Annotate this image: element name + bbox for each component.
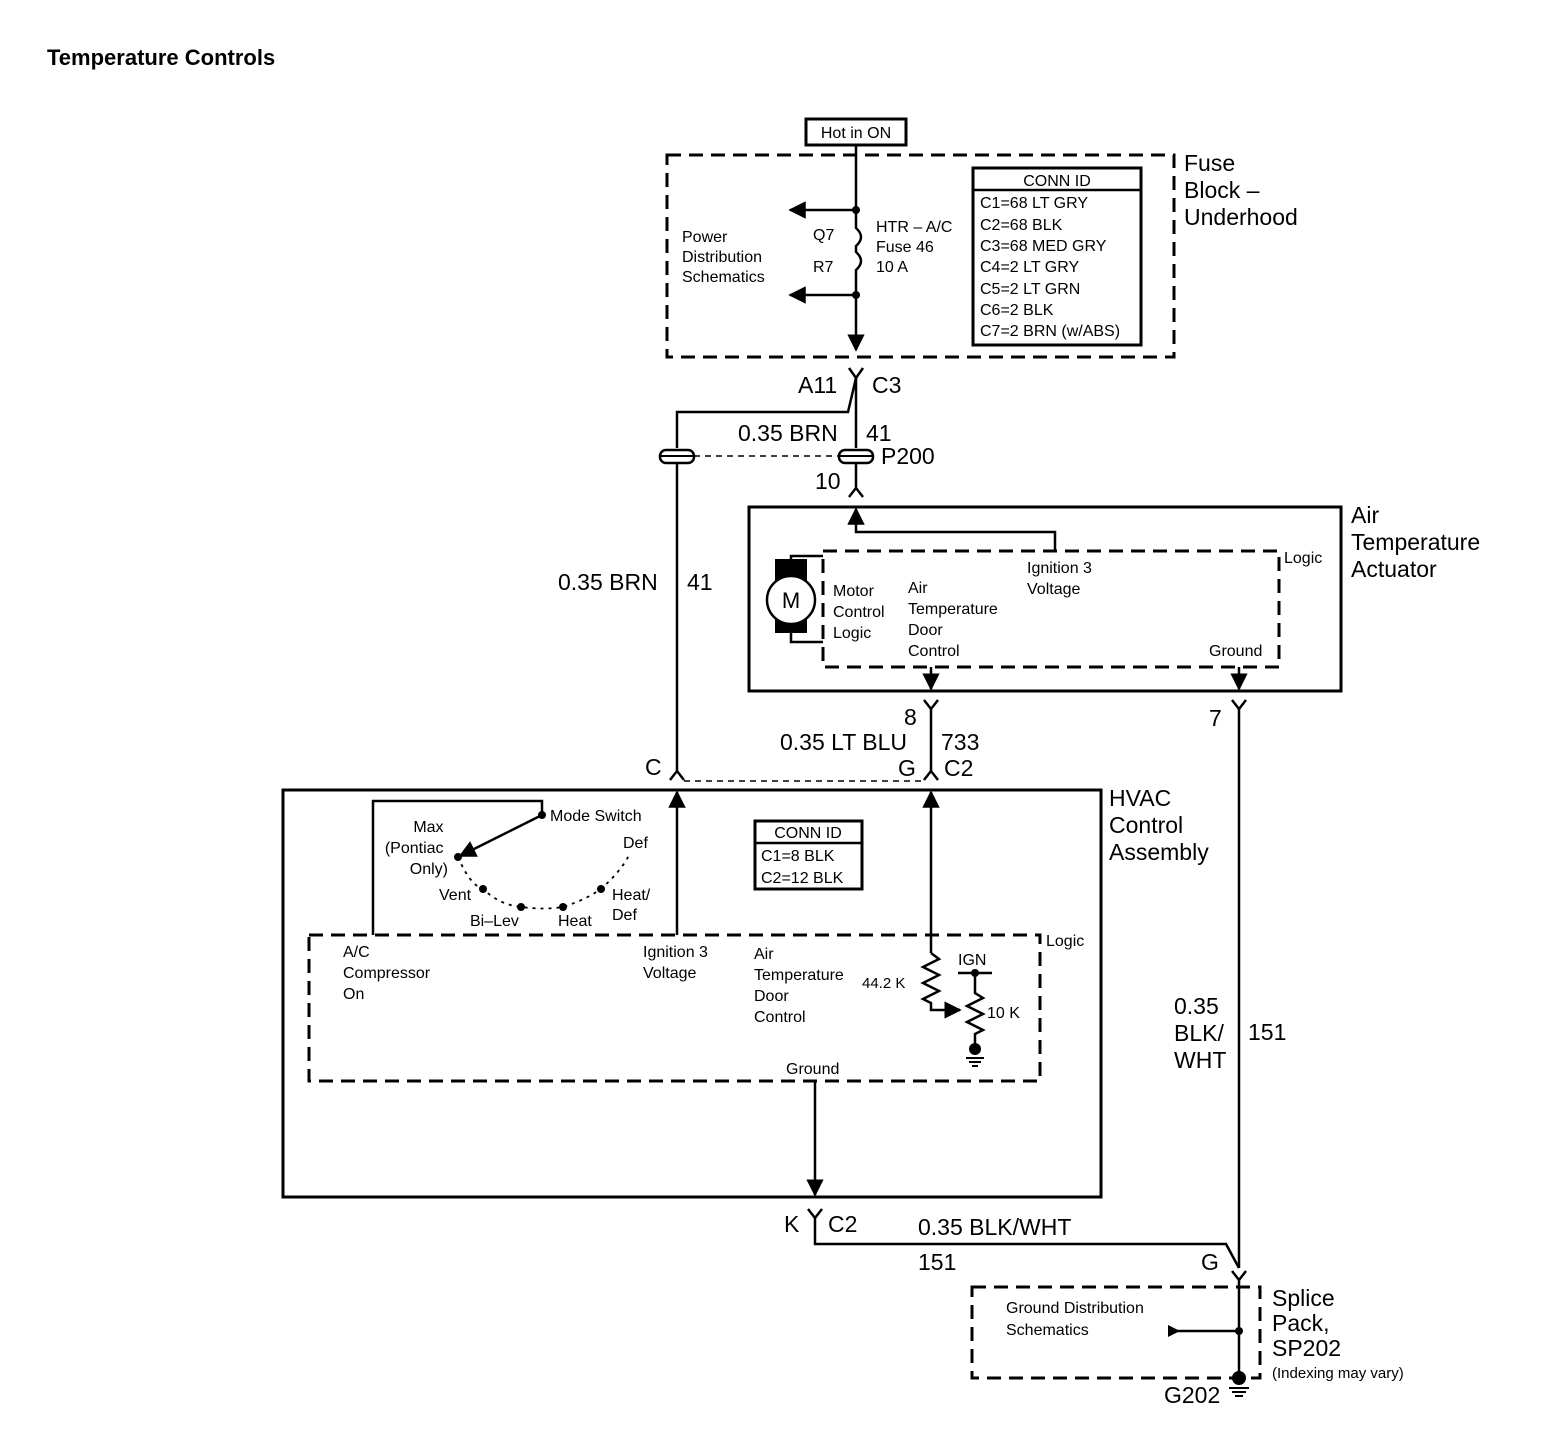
q7-label: Q7 [813,227,834,244]
conn-id-row: C3=68 MED GRY [980,238,1107,255]
switch-pos-heatdef [597,885,605,893]
pin-8-label: 8 [904,704,917,730]
connector-k-c2-label: C2 [828,1211,857,1237]
actuator-ign-label: Ignition 3 Voltage [1027,560,1096,598]
resistor-44k [920,952,962,1019]
heatdef-label: Heat/ Def [612,887,655,924]
switch-pos-max [454,853,462,861]
fuse-block: Fuse Block – Underhood Power Distributio… [665,145,1298,359]
mode-switch: Mode Switch Max (Pontiac Only) Def Vent … [371,799,655,935]
wire-ltblu-gauge: 0.35 LT BLU [780,729,907,755]
conn-id-row: C6=2 BLK [980,302,1054,319]
g202-label: G202 [1164,1382,1220,1408]
wire-brn-left-circuit: 41 [687,569,713,595]
connector-p200-pin [848,485,864,498]
connector-c3-label: C3 [872,372,901,398]
power-source-box: Hot in ON [804,117,908,147]
resistor-10k [964,973,986,1045]
connector-hvac-c [669,768,685,781]
ign-label: IGN [958,952,986,969]
wire-brn-left-gauge: 0.35 BRN [558,569,658,595]
hvac-name: HVAC Control Assembly [1109,785,1209,865]
splice-pin-g-label: G [1201,1249,1219,1275]
wire-blkwht-right-gauge: 0.35 BLK/ WHT [1174,993,1230,1073]
hvac-ign-label: Ignition 3 Voltage [643,944,712,982]
wire-ltblu-circuit: 733 [941,729,979,755]
g202-ground-icon [1229,1371,1249,1397]
actuator-door-control-label: Air Temperature Door Control [908,580,1002,660]
conn-id-header: CONN ID [1023,173,1091,190]
power-source-label: Hot in ON [821,125,891,142]
ground-icon [966,1043,984,1067]
mode-switch-label: Mode Switch [550,808,642,825]
ac-compressor-label: A/C Compressor On [343,944,435,1003]
conn-id-row: C5=2 LT GRN [980,281,1080,298]
connector-pin-7 [1231,699,1247,712]
connector-hvac-g [923,768,939,781]
heat-label: Heat [558,913,592,930]
wire-blkwht-bottom-circuit: 151 [918,1249,956,1275]
hvac-conn-id-table: CONN ID C1=8 BLK C2=12 BLK [753,819,864,891]
p200-pin-label: 10 [815,468,841,494]
hvac-door-control-label: Air Temperature Door Control [754,946,848,1026]
p200-connector [658,448,875,465]
pin-a11-label: A11 [798,372,837,398]
wire-brn-top-circuit: 41 [866,420,892,446]
r7-label: R7 [813,259,834,276]
pin-k-label: K [784,1211,800,1237]
conn-id-row: C4=2 LT GRY [980,259,1079,276]
actuator-ground-label: Ground [1209,643,1262,660]
motor-icon: M [765,554,823,644]
connector-c3 [847,367,865,381]
hvac-control-assembly: HVAC Control Assembly CONN ID C1=8 BLK C… [281,785,1209,1199]
switch-pos-bilev [517,903,525,911]
conn-id-row: C2=68 BLK [980,217,1063,234]
hvac-conn-id-row: C2=12 BLK [761,870,844,887]
hvac-logic-label: Logic [1046,933,1084,950]
actuator-name: Air Temperature Actuator [1351,502,1487,582]
power-distribution-label: Power Distribution Schematics [682,229,766,286]
fuse-label: HTR – A/C Fuse 46 10 A [876,219,957,276]
hvac-ground-label: Ground [786,1061,839,1078]
hvac-conn-id-row: C1=8 BLK [761,848,835,865]
motor-label: M [782,588,800,613]
actuator-logic-label: Logic [1284,550,1322,567]
pin-7-label: 7 [1209,705,1222,731]
max-label: Max (Pontiac Only) [385,819,448,878]
connector-pin-8 [923,699,939,712]
fuse-conn-id-table: CONN ID C1=68 LT GRY C2=68 BLK C3=68 MED… [971,166,1143,347]
hvac-conn-id-header: CONN ID [774,825,842,842]
ground-distribution-label: Ground Distribution Schematics [1006,1300,1148,1339]
switch-pos-vent [479,885,487,893]
conn-id-row: C7=2 BRN (w/ABS) [980,323,1120,340]
splice-note: (Indexing may vary) [1272,1365,1404,1382]
bilev-label: Bi–Lev [470,913,519,930]
splice-pack-name: Splice Pack, SP202 [1272,1285,1341,1361]
motor-control-label: Motor Control Logic [833,583,889,642]
connector-splice-g [1231,1270,1247,1283]
resistor-44k-label: 44.2 K [862,975,905,992]
air-temp-actuator: Air Temperature Actuator Logic Ignition … [747,502,1487,693]
diagram-title: Temperature Controls [47,45,275,70]
resistor-10k-label: 10 K [987,1005,1020,1022]
fuse-block-name: Fuse Block – Underhood [1184,150,1298,230]
pin-c-label: C [645,754,662,780]
wire-blkwht-right-circuit: 151 [1248,1019,1286,1045]
connector-c2-label: C2 [944,755,973,781]
def-label: Def [623,835,648,852]
p200-label: P200 [881,443,935,469]
splice-pack: Ground Distribution Schematics Splice Pa… [970,1280,1404,1382]
vent-label: Vent [439,887,472,904]
wire-brn-top-gauge: 0.35 BRN [738,420,838,446]
switch-pos-heat [559,903,567,911]
connector-pin-k [807,1208,823,1221]
conn-id-row: C1=68 LT GRY [980,195,1088,212]
wire-blkwht-bottom-gauge: 0.35 BLK/WHT [918,1214,1071,1240]
pin-g-label: G [898,755,916,781]
